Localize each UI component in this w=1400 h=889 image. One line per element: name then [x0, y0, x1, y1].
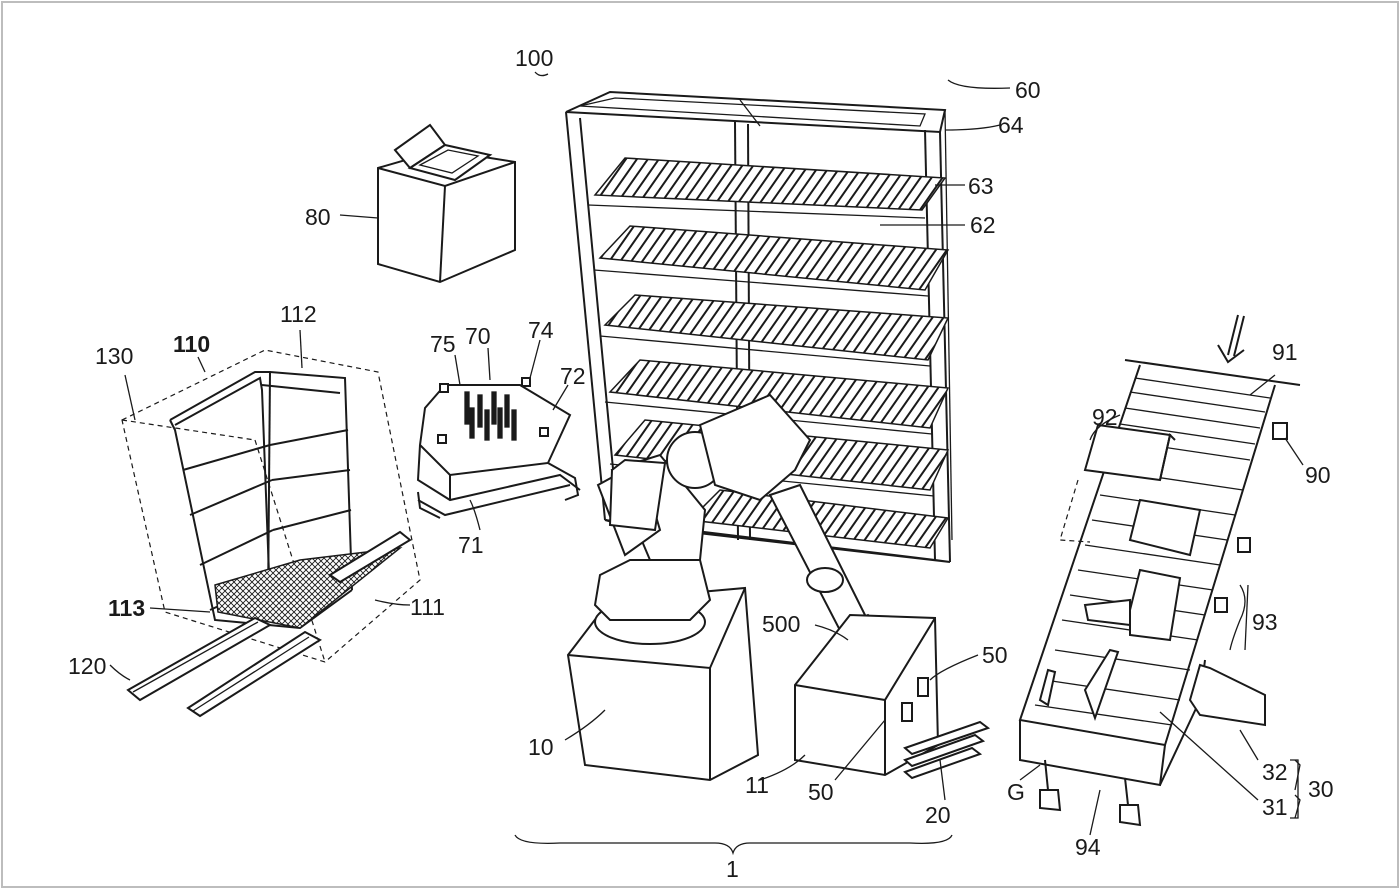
label-conveyor-sensor: 90 — [1305, 462, 1331, 488]
bracket-30 — [1290, 759, 1299, 819]
label-robot-system: 1 — [726, 856, 739, 882]
bracket-93 — [1229, 584, 1246, 651]
label-computer: 80 — [305, 204, 331, 230]
label-robot-base: 10 — [528, 734, 554, 760]
label-sensor-bottom: 50 — [808, 779, 834, 805]
label-cart-top: 112 — [280, 301, 317, 327]
label-rack-frame: 64 — [998, 112, 1024, 138]
label-conveyor-zone: 93 — [1252, 609, 1278, 635]
label-rack-slot: 62 — [970, 212, 996, 238]
label-conveyor-g: G — [1007, 779, 1025, 805]
label-box-forks: 20 — [925, 802, 951, 828]
computer-terminal — [377, 123, 516, 284]
label-conveyor-group: 30 — [1308, 776, 1334, 802]
cart — [121, 349, 421, 718]
label-cart-frame: 110 — [173, 331, 210, 357]
tray — [416, 377, 581, 519]
label-tray-marker: 74 — [528, 317, 554, 343]
controller-box — [794, 613, 991, 780]
label-cart-box: 130 — [95, 343, 133, 369]
label-tray-edge: 72 — [560, 363, 586, 389]
label-sensor-top: 50 — [982, 642, 1008, 668]
label-system: 100 — [515, 45, 553, 71]
label-controller-box: 11 — [745, 772, 769, 798]
label-conveyor-top-box: 92 — [1092, 404, 1118, 430]
label-hand: 500 — [762, 611, 800, 637]
label-cart-base: 111 — [410, 594, 445, 620]
label-cart-side: 113 — [108, 595, 145, 621]
storage-rack — [565, 90, 953, 563]
conveyor — [1018, 314, 1301, 827]
leader-lines — [109, 71, 1304, 856]
label-conveyor-rail-lower: 31 — [1262, 794, 1288, 820]
label-conveyor-rail-upper: 32 — [1262, 759, 1288, 785]
label-tray-pins: 75 — [430, 331, 456, 357]
label-conveyor-leg: 94 — [1075, 834, 1101, 860]
label-rack-shelf: 63 — [968, 173, 994, 199]
label-tray: 70 — [465, 323, 491, 349]
label-rack: 60 — [1015, 77, 1041, 103]
label-cart-forks: 120 — [68, 653, 106, 679]
label-conveyor-arrow: 91 — [1272, 339, 1298, 365]
label-tray-base: 71 — [458, 532, 484, 558]
